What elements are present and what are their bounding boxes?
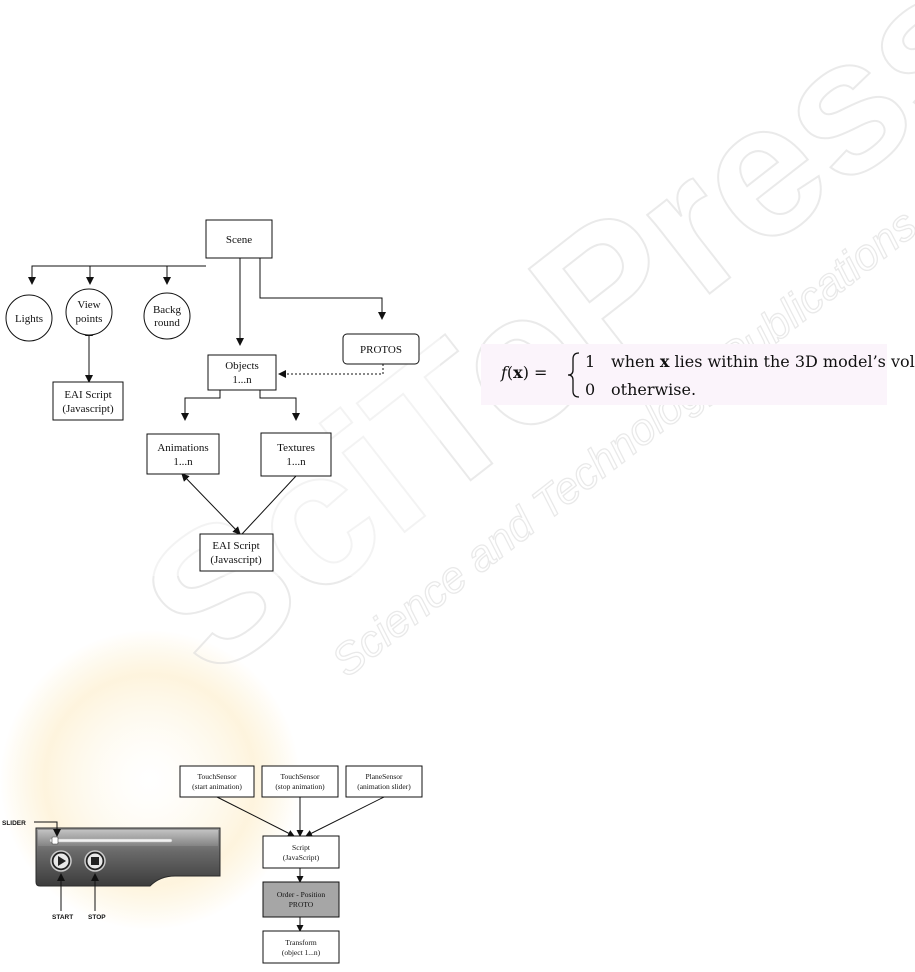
stop-icon [91,857,99,865]
start-annotation: START [52,914,73,921]
eai-script-top-node [52,381,124,421]
textures-node [260,432,332,477]
touch-sensor-stop-node [261,765,339,798]
background-node-label-1: Backg [153,304,182,316]
script-node-label-1: Script [292,843,311,852]
player-annotation-arrows [34,821,99,911]
touch-sensor-start-node [179,765,255,798]
eai-script-bottom-label-2: (Javascript) [210,554,262,566]
formula-lhs: f(x) = [501,363,548,382]
objects-node-label-2: 1...n [232,374,252,386]
animations-node [146,433,220,475]
order-position-label-2: PROTO [289,900,314,909]
formula-case-1-text-a: when [611,352,660,371]
scene-graph-connectors [28,258,386,535]
eai-script-bottom-label-1: EAI Script [212,540,259,552]
formula-brace [567,352,580,398]
transform-node-label-1: Transform [285,938,317,947]
animations-node-label-1: Animations [157,442,208,454]
script-node-label-2: (JavaScript) [283,853,320,862]
formula-case-1-bold: x [659,352,670,371]
indicator-function-formula: f(x) = 1 when x lies within the 3D model… [481,344,915,405]
sensor-flow-diagram: TouchSensor (start animation) TouchSenso… [179,765,423,964]
plane-sensor-node [345,765,423,798]
lights-node-label: Lights [15,313,43,325]
slider-annotation: SLIDER [2,820,26,827]
protos-node-label: PROTOS [360,344,402,356]
player-controls-figure: SLIDER START STOP [2,820,221,921]
scene-node-label: Scene [226,234,252,246]
background-node-label-2: round [154,317,180,329]
eai-script-bottom-node [199,533,274,572]
plane-sensor-label-2: (animation slider) [357,782,411,791]
order-position-label-1: Order - Position [277,890,326,899]
eai-script-top-label-1: EAI Script [64,389,111,401]
stop-annotation: STOP [88,914,106,921]
scene-node [205,219,273,259]
formula-case-1-text-b: lies within the 3D model’s volume, [674,352,915,371]
play-icon [58,856,66,866]
objects-node-label-1: Objects [225,360,259,372]
touch-sensor-start-label-2: (start animation) [192,782,242,791]
viewpoints-node [65,288,113,336]
transform-node-label-2: (object 1...n) [282,948,321,957]
formula-case-2-text: otherwise. [611,380,697,399]
textures-node-label-1: Textures [277,442,315,454]
stop-button[interactable] [84,850,106,872]
formula-argument-symbol: x [513,363,523,382]
background-node [143,292,191,340]
scene-graph-diagram: Scene Lights View points Backg round PRO… [0,214,440,576]
touch-sensor-stop-label-2: (stop animation) [275,782,325,791]
start-button[interactable] [50,850,72,872]
eai-script-top-label-2: (Javascript) [62,403,114,415]
formula-case-1-value: 1 [585,352,596,371]
viewpoints-node-label-2: points [76,313,103,325]
plane-sensor-label-1: PlaneSensor [365,772,403,781]
animations-node-label-2: 1...n [173,456,193,468]
slider-track[interactable] [49,838,173,843]
order-position-proto-node [262,881,340,918]
objects-node [207,354,277,391]
viewpoints-node-label-1: View [77,299,100,311]
protos-node [342,333,420,365]
transform-node [262,930,340,964]
formula-function-symbol: f [501,363,507,382]
touch-sensor-start-label-1: TouchSensor [197,772,237,781]
formula-case-2-value: 0 [585,380,596,399]
script-node [262,835,340,869]
touch-sensor-stop-label-1: TouchSensor [280,772,320,781]
sensor-flow-connectors [216,796,385,932]
slider-handle[interactable] [51,836,59,845]
lights-node [5,294,53,342]
textures-node-label-2: 1...n [286,456,306,468]
